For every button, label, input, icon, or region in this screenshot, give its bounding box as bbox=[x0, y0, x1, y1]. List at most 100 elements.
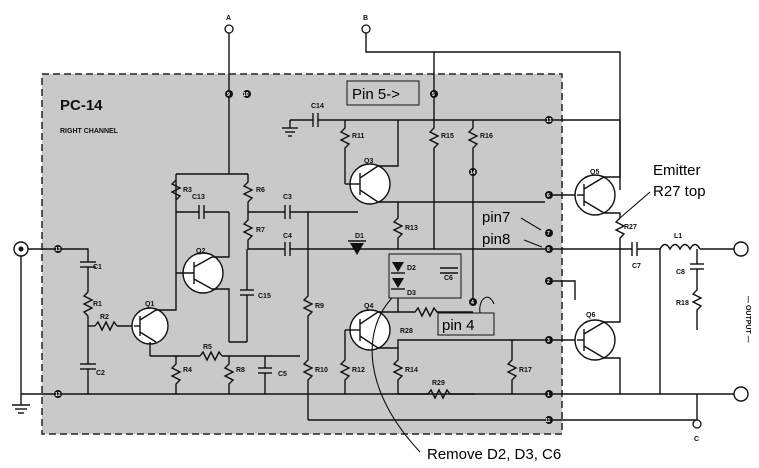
wire bbox=[604, 357, 621, 394]
r27-resistor bbox=[614, 217, 626, 249]
pin-1 bbox=[545, 390, 553, 398]
q5-label: Q5 bbox=[590, 169, 599, 176]
r15-label: R15 bbox=[441, 133, 454, 140]
pin-8-label: 8 bbox=[547, 247, 550, 253]
c1-label: C1 bbox=[93, 264, 102, 271]
output-label: — OUTPUT — bbox=[744, 296, 751, 343]
pin-7 bbox=[545, 229, 553, 237]
output-terminal-top bbox=[733, 241, 749, 257]
pin-2 bbox=[545, 277, 553, 285]
c3-label: C3 bbox=[283, 194, 292, 201]
pin8-pointer bbox=[523, 239, 543, 248]
wire bbox=[378, 120, 399, 167]
l1-inductor bbox=[659, 243, 701, 251]
r1-resistor bbox=[82, 291, 94, 317]
r6-label: R6 bbox=[256, 187, 265, 194]
q1-label: Q1 bbox=[145, 301, 154, 308]
pin-8 bbox=[545, 245, 553, 253]
wire bbox=[378, 339, 545, 349]
wire bbox=[604, 320, 621, 323]
pin5-annotation: Pin 5-> bbox=[352, 86, 400, 103]
r29-resistor bbox=[398, 388, 475, 400]
r10-label: R10 bbox=[315, 367, 328, 374]
pin-14 bbox=[469, 168, 477, 176]
q5-emitter bbox=[583, 200, 605, 214]
q3-emitter bbox=[359, 189, 379, 203]
board-title: PC-14 bbox=[60, 97, 103, 114]
wire bbox=[553, 280, 576, 300]
q2-emitter bbox=[193, 278, 213, 290]
remove-pointer bbox=[371, 297, 421, 453]
q2-collector bbox=[193, 256, 213, 268]
pin-13-left bbox=[54, 245, 62, 253]
terminal-b bbox=[361, 24, 371, 34]
r2-label: R2 bbox=[100, 314, 109, 321]
q6-label: Q6 bbox=[586, 312, 595, 319]
pin-6 bbox=[545, 191, 553, 199]
pin-13-right bbox=[545, 116, 553, 124]
d2-label: D2 bbox=[407, 265, 416, 272]
terminal-a-label: A bbox=[226, 15, 231, 22]
pin4-annotation: pin 4 bbox=[442, 317, 475, 334]
pin7-annotation: pin7 bbox=[482, 209, 510, 226]
terminal-a bbox=[224, 24, 234, 34]
c4-label: C4 bbox=[283, 233, 292, 240]
emitter-pointer bbox=[619, 191, 651, 219]
pin-14-label: 14 bbox=[470, 170, 476, 176]
pin8-annotation: pin8 bbox=[482, 231, 510, 248]
r7-resistor bbox=[242, 202, 254, 249]
pin-2-label: 2 bbox=[547, 279, 550, 285]
q2-label: Q2 bbox=[196, 248, 205, 255]
l1-label: L1 bbox=[674, 233, 682, 240]
r1-label: R1 bbox=[93, 301, 102, 308]
pin-4 bbox=[469, 298, 477, 306]
d1-diode bbox=[350, 243, 364, 255]
q4-collector bbox=[359, 311, 379, 325]
pin-11-label: 11 bbox=[545, 418, 551, 424]
pin-6-label: 6 bbox=[547, 193, 550, 199]
pin-9-label: 9 bbox=[227, 92, 230, 98]
wire bbox=[62, 248, 89, 262]
r28-label: R28 bbox=[400, 328, 413, 335]
pin7-pointer bbox=[520, 217, 542, 231]
pin-3-label: 3 bbox=[547, 338, 550, 344]
r11-label: R11 bbox=[352, 133, 365, 140]
r12-label: R12 bbox=[352, 367, 365, 374]
wire bbox=[365, 33, 435, 94]
pin-12 bbox=[54, 390, 62, 398]
pin-4-label: 4 bbox=[471, 300, 474, 306]
removal-box bbox=[388, 253, 462, 299]
terminal-c bbox=[692, 419, 702, 429]
pc14-board bbox=[41, 73, 563, 435]
pin5-annotation-box bbox=[346, 80, 420, 106]
r27-label: R27 bbox=[624, 224, 637, 231]
q4-label: Q4 bbox=[364, 303, 373, 310]
c13-label: C13 bbox=[192, 194, 205, 201]
r16-label: R16 bbox=[480, 133, 493, 140]
r5-label: R5 bbox=[203, 344, 212, 351]
r16-resistor bbox=[467, 120, 479, 172]
pin-10-label: 10 bbox=[243, 92, 249, 98]
emitter-annotation: Emitter bbox=[653, 162, 701, 179]
q6-transistor bbox=[574, 319, 616, 361]
q5-transistor bbox=[574, 174, 616, 216]
q6-collector bbox=[583, 321, 605, 335]
pin4-pointer bbox=[479, 296, 495, 314]
terminal-b-label: B bbox=[363, 15, 368, 22]
q1-emitter bbox=[139, 331, 157, 343]
q1-collector bbox=[139, 309, 157, 321]
r5-resistor bbox=[199, 350, 223, 362]
r14-resistor bbox=[392, 348, 404, 394]
c14-label: C14 bbox=[311, 103, 324, 110]
wire bbox=[212, 288, 230, 342]
d1-label: D1 bbox=[355, 233, 364, 240]
wire bbox=[156, 174, 177, 311]
pin-1-label: 1 bbox=[547, 392, 550, 398]
r8-resistor bbox=[223, 356, 235, 394]
r18-resistor bbox=[691, 269, 703, 330]
input-jack-center bbox=[18, 246, 24, 252]
r18-label: R18 bbox=[676, 300, 689, 307]
r29-label: R29 bbox=[432, 380, 445, 387]
q6-emitter bbox=[583, 345, 605, 359]
